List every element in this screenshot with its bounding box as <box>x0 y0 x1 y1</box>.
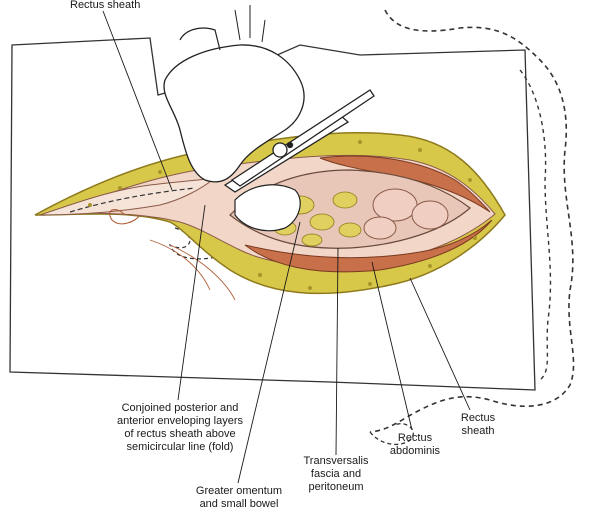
bowel-loops <box>363 188 449 240</box>
label-line: fascia and <box>310 468 362 480</box>
label-line: abdominis <box>389 445 441 457</box>
label-rectus-sheath-right: Rectus sheath <box>448 412 508 438</box>
label-line: Greater omentum <box>195 485 283 497</box>
leader-lines <box>102 10 471 484</box>
scissors-instrument <box>223 89 375 193</box>
label-rectus-sheath-top: Rectus sheath <box>70 0 141 11</box>
glove-hand-lower <box>234 184 301 232</box>
label-line: Rectus <box>397 432 433 444</box>
label-line: and small bowel <box>199 498 279 508</box>
label-line: Transversalis <box>303 455 369 467</box>
label-transversalis: Transversalis fascia and peritoneum <box>290 455 382 494</box>
label-line: peritoneum <box>308 481 364 493</box>
dashed-flap-outline <box>369 9 575 433</box>
label-greater-omentum: Greater omentum and small bowel <box>180 485 298 508</box>
rectus-muscle-lower <box>244 219 493 273</box>
surgeon-hand <box>163 44 305 183</box>
label-line: semicircular line (fold) <box>126 441 234 453</box>
tissue-swirl <box>109 209 141 225</box>
label-conjoined-layers: Conjoined posterior and anterior envelop… <box>98 402 262 454</box>
label-line: sheath <box>461 425 495 437</box>
dashed-curl-bottom <box>369 423 414 446</box>
label-line: Conjoined posterior and <box>121 402 239 414</box>
label-line: anterior enveloping layers <box>117 415 243 427</box>
label-rectus-abdominis: Rectus abdominis <box>380 432 450 458</box>
label-line: Rectus <box>460 412 496 424</box>
label-line: of rectus sheath above <box>124 428 236 440</box>
